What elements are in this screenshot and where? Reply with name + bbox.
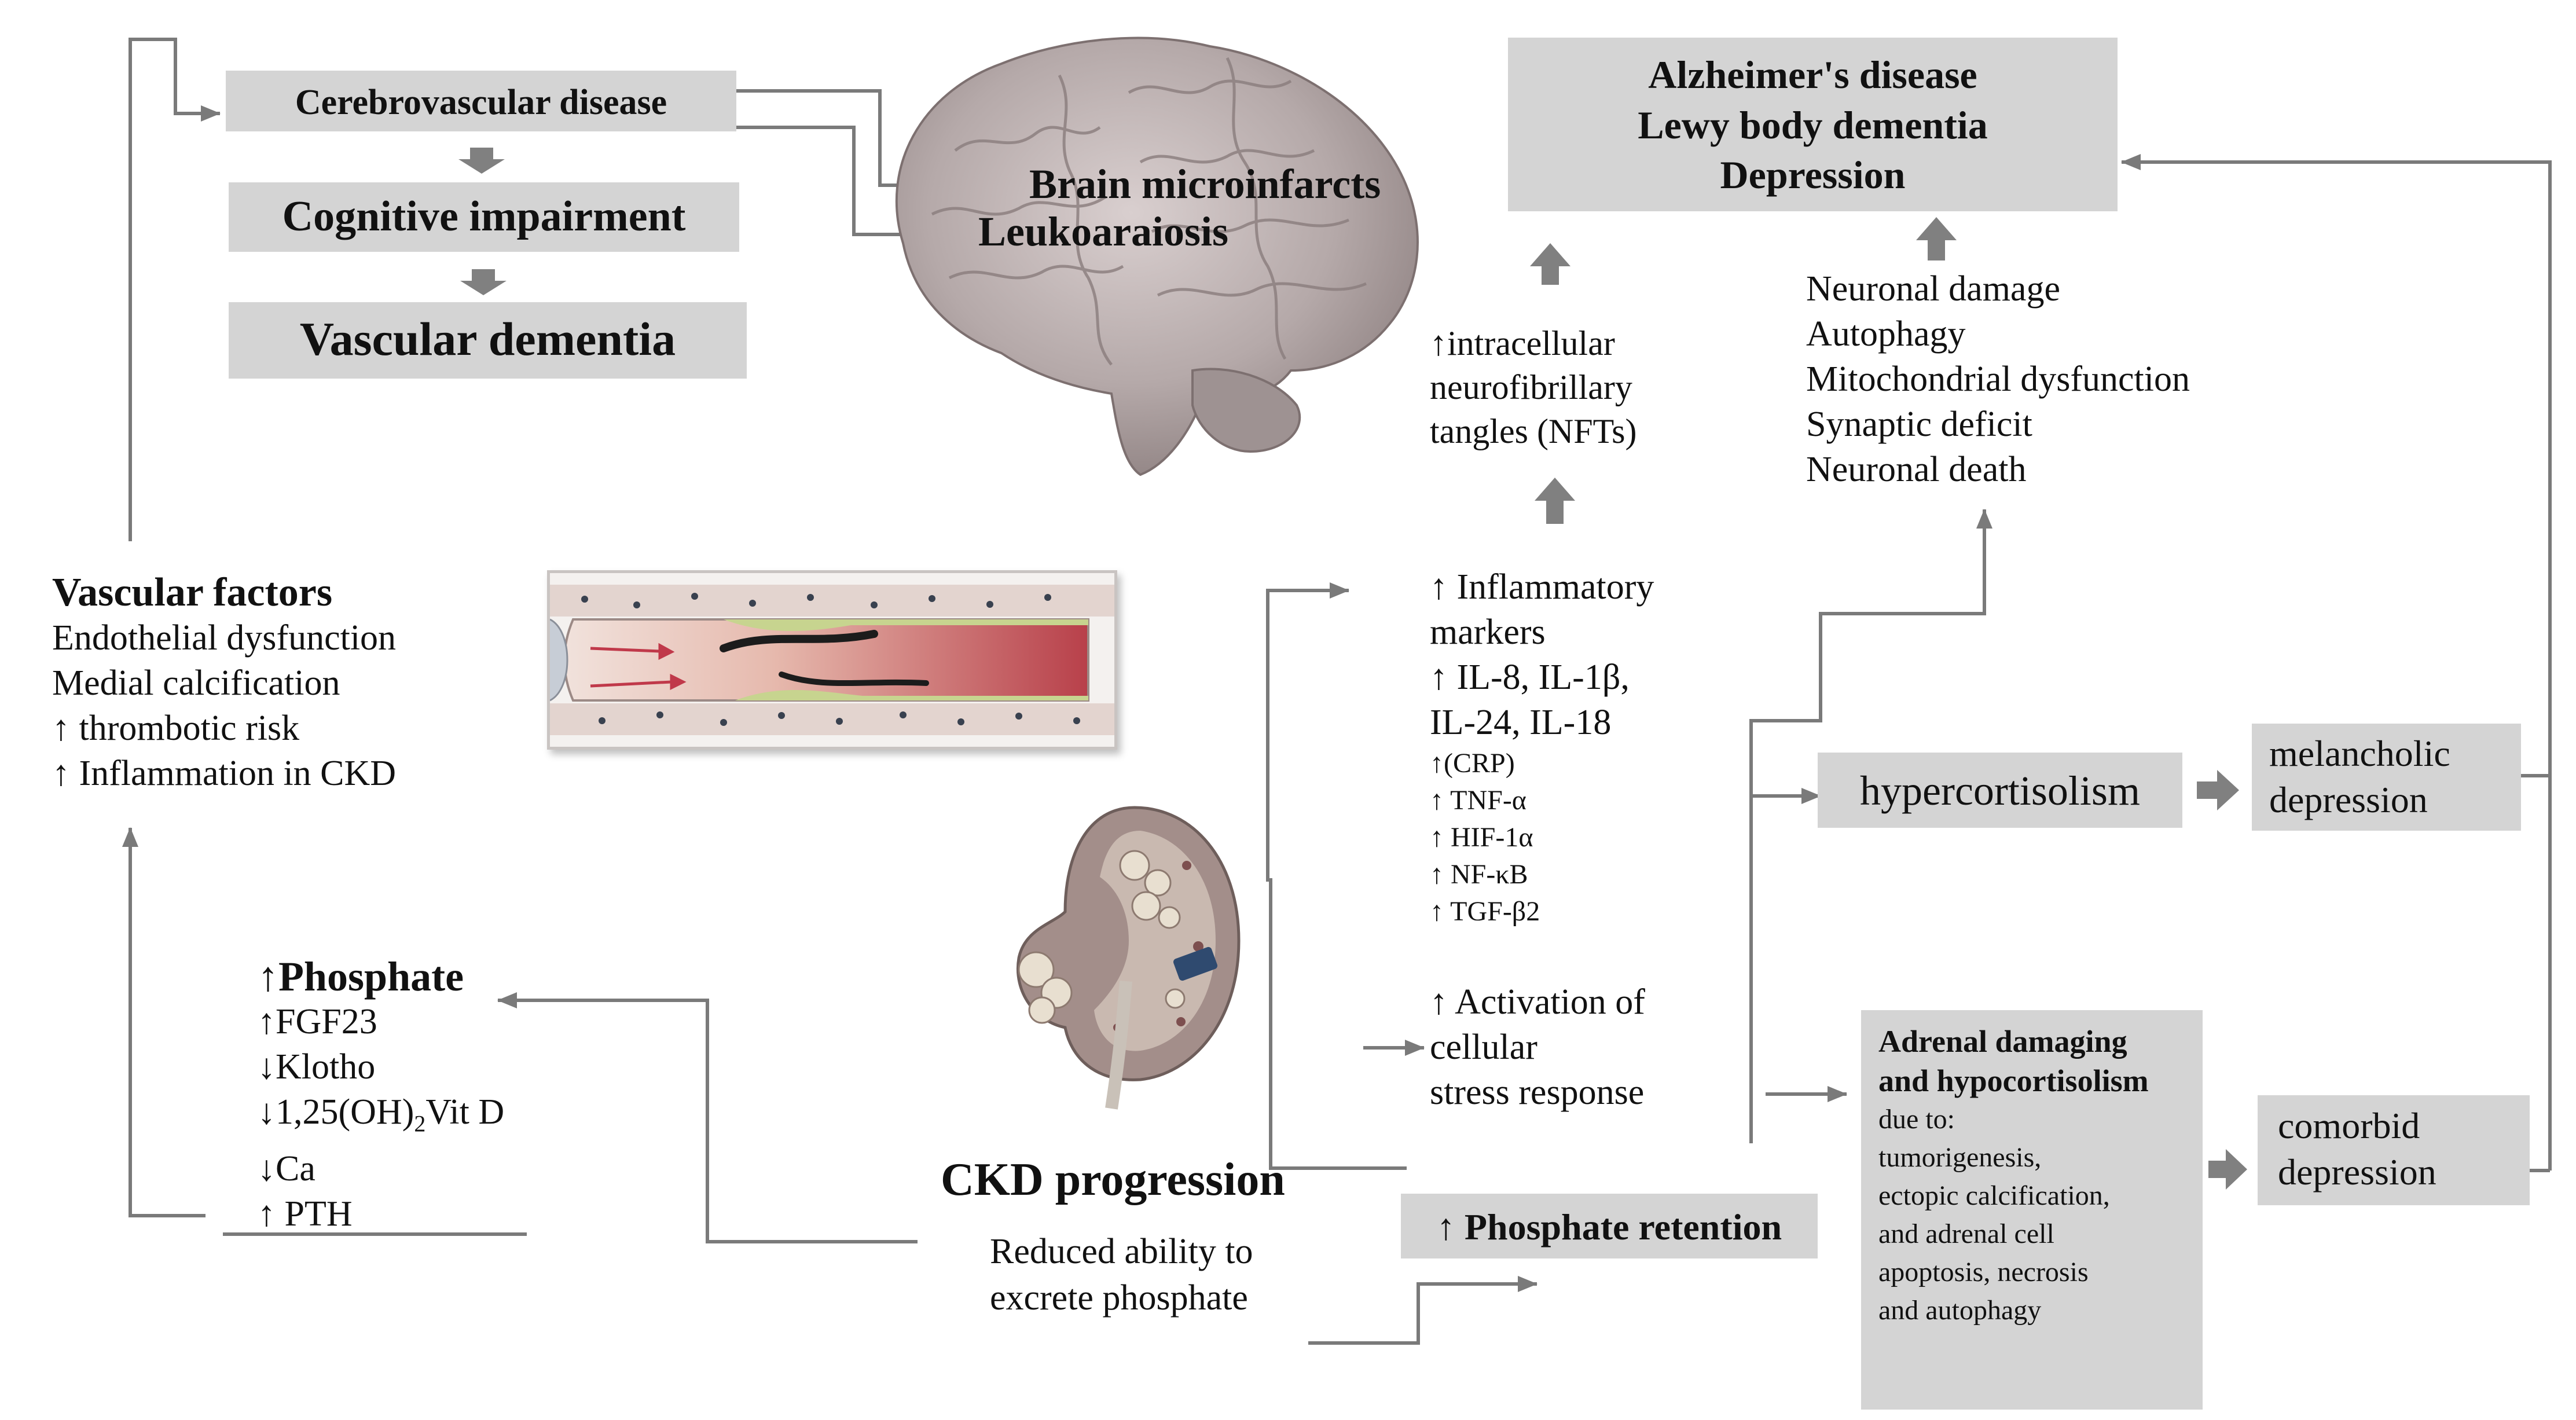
block-arrow-right-adrenal [2208, 1149, 2247, 1190]
adrenal-title-line: Adrenal damaging [1878, 1024, 2127, 1059]
nft-text: ↑intracellular neurofibrillary tangles (… [1430, 321, 1636, 453]
line-phosphate-to-vascular [122, 827, 206, 1217]
phosphate-retention-label: ↑ Phosphate retention [1436, 1206, 1782, 1247]
cerebrovascular-disease-box [226, 71, 736, 131]
adrenal-body-line: tumorigenesis, [1878, 1142, 2042, 1173]
phosphate-title: ↑Phosphate [258, 953, 464, 1000]
stress-response: ↑ Activation of cellular stress response [1430, 979, 1645, 1115]
adrenal-body-line: apoptosis, necrosis [1878, 1257, 2089, 1287]
adrenal-body-line: and autophagy [1878, 1295, 2042, 1326]
phosphate-item: ↓Ca [258, 1149, 315, 1189]
ckd-sub-line: excrete phosphate [990, 1278, 1248, 1318]
neuronal-item: Neuronal damage [1806, 269, 2060, 309]
block-arrow-up-neuronal [1916, 217, 1957, 260]
inflammatory-line: IL-24, IL-18 [1430, 703, 1612, 742]
leukoaraiosis-label: Leukoaraiosis [978, 208, 1229, 255]
stress-line: cellular [1430, 1028, 1537, 1067]
adrenal-text: Adrenal damaging and hypocortisolism due… [1878, 1022, 2149, 1330]
block-arrow-right-hyper [2197, 770, 2239, 810]
brain-image [868, 23, 1436, 504]
vitd-subscript: 2 [414, 1110, 426, 1137]
marker-item: ↑(CRP) [1430, 748, 1515, 779]
neuronal-item: Mitochondrial dysfunction [1806, 359, 2190, 399]
neuronal-list: Neuronal damage Autophagy Mitochondrial … [1806, 266, 2190, 492]
line-vascular-to-cerebro [129, 38, 221, 541]
phosphate-item: ↑FGF23 [258, 1002, 377, 1041]
line-ckd-to-inflammatory [1266, 582, 1407, 1170]
phosphate-list: ↑Phosphate ↑FGF23 ↓Klotho ↓1,25(OH)2Vit … [258, 954, 504, 1236]
comorbid-depression-label: comorbid depression [2278, 1103, 2436, 1195]
vascular-dementia-box [229, 302, 747, 379]
melancholic-depression-label: melancholic depression [2269, 731, 2450, 823]
block-arrow-up-nft [1530, 243, 1570, 285]
block-arrow-down-2 [460, 269, 507, 295]
phosphate-item: ↓1,25(OH)2Vit D [258, 1089, 504, 1146]
vitd-prefix: ↓1,25(OH) [258, 1092, 414, 1132]
vascular-factor-item: Medial calcification [52, 663, 340, 703]
neuronal-item: Synaptic deficit [1806, 405, 2032, 444]
marker-item: ↑ TNF-α [1430, 785, 1526, 816]
marker-item: ↑ TGF-β2 [1430, 896, 1540, 927]
melancholic-depression-box [2252, 724, 2521, 831]
phosphate-item: ↓Klotho [258, 1047, 376, 1087]
block-arrow-up-inflam [1535, 478, 1575, 524]
neuronal-item: Autophagy [1806, 314, 1966, 354]
brain-microinfarcts-label: Brain microinfarcts [1029, 161, 1381, 207]
comorbid-line: depression [2278, 1151, 2436, 1192]
line-branch-neuronal [1749, 509, 1992, 1143]
adrenal-title-line: and hypocortisolism [1878, 1063, 2149, 1098]
kidney-image [1001, 796, 1256, 1120]
vascular-factor-item: Endothelial dysfunction [52, 618, 397, 658]
melancholic-line: depression [2269, 779, 2428, 820]
stress-line: stress response [1430, 1073, 1645, 1112]
alzheimers-label: Alzheimer's disease [1648, 53, 1977, 97]
comorbid-depression-box [2258, 1095, 2530, 1205]
adrenal-box [1861, 1010, 2203, 1410]
adrenal-body-line: ectopic calcification, [1878, 1180, 2110, 1211]
vascular-factor-item: ↑ thrombotic risk [52, 709, 300, 748]
artery-image [547, 570, 1117, 750]
vascular-dementia-label: Vascular dementia [299, 313, 676, 365]
comorbid-line: comorbid [2278, 1105, 2420, 1146]
inflammatory-line: markers [1430, 612, 1546, 652]
cerebrovascular-disease-label: Cerebrovascular disease [295, 83, 667, 122]
stress-line: ↑ Activation of [1430, 982, 1645, 1022]
line-excrete-to-retention [1308, 1276, 1537, 1345]
block-arrow-down-1 [458, 148, 505, 174]
inflammatory-markers: ↑ Inflammatory markers ↑ IL-8, IL-1β, IL… [1430, 564, 1654, 930]
vascular-factors-title: Vascular factors [52, 570, 333, 615]
alzheimers-box [1508, 38, 2118, 211]
nft-line: neurofibrillary [1430, 368, 1632, 406]
marker-item: ↑ NF-κB [1430, 859, 1528, 890]
ckd-sub-line: Reduced ability to [990, 1232, 1253, 1271]
hypercortisolism-label: hypercortisolism [1860, 768, 2140, 814]
ckd-subtext: Reduced ability to excrete phosphate [990, 1228, 1253, 1321]
hypercortisolism-box [1818, 753, 2182, 828]
depression-label: Depression [1720, 153, 1906, 197]
nft-line: tangles (NFTs) [1430, 412, 1637, 450]
nft-line: ↑intracellular [1430, 324, 1615, 362]
neuronal-item: Neuronal death [1806, 450, 2027, 489]
adrenal-body-line: and adrenal cell [1878, 1219, 2054, 1249]
line-ckd-to-phosphate [497, 992, 918, 1243]
cognitive-impairment-label: Cognitive impairment [282, 193, 686, 240]
vascular-factor-item: ↑ Inflammation in CKD [52, 754, 397, 793]
phosphate-item: ↑ PTH [258, 1194, 353, 1234]
inflammatory-line: ↑ Inflammatory [1430, 567, 1654, 607]
lewy-body-label: Lewy body dementia [1638, 103, 1988, 147]
line-feedback-to-alz [2121, 154, 2552, 1171]
phosphate-retention-box [1401, 1194, 1818, 1258]
inflammatory-line: ↑ IL-8, IL-1β, [1430, 658, 1630, 697]
melancholic-line: melancholic [2269, 733, 2450, 774]
cognitive-impairment-box [229, 182, 739, 252]
ckd-progression-title: CKD progression [941, 1154, 1285, 1205]
marker-item: ↑ HIF-1α [1430, 822, 1533, 853]
adrenal-body-line: due to: [1878, 1104, 1955, 1135]
vitd-suffix: Vit D [425, 1092, 505, 1132]
vascular-factors: Vascular factors Endothelial dysfunction… [52, 570, 396, 796]
